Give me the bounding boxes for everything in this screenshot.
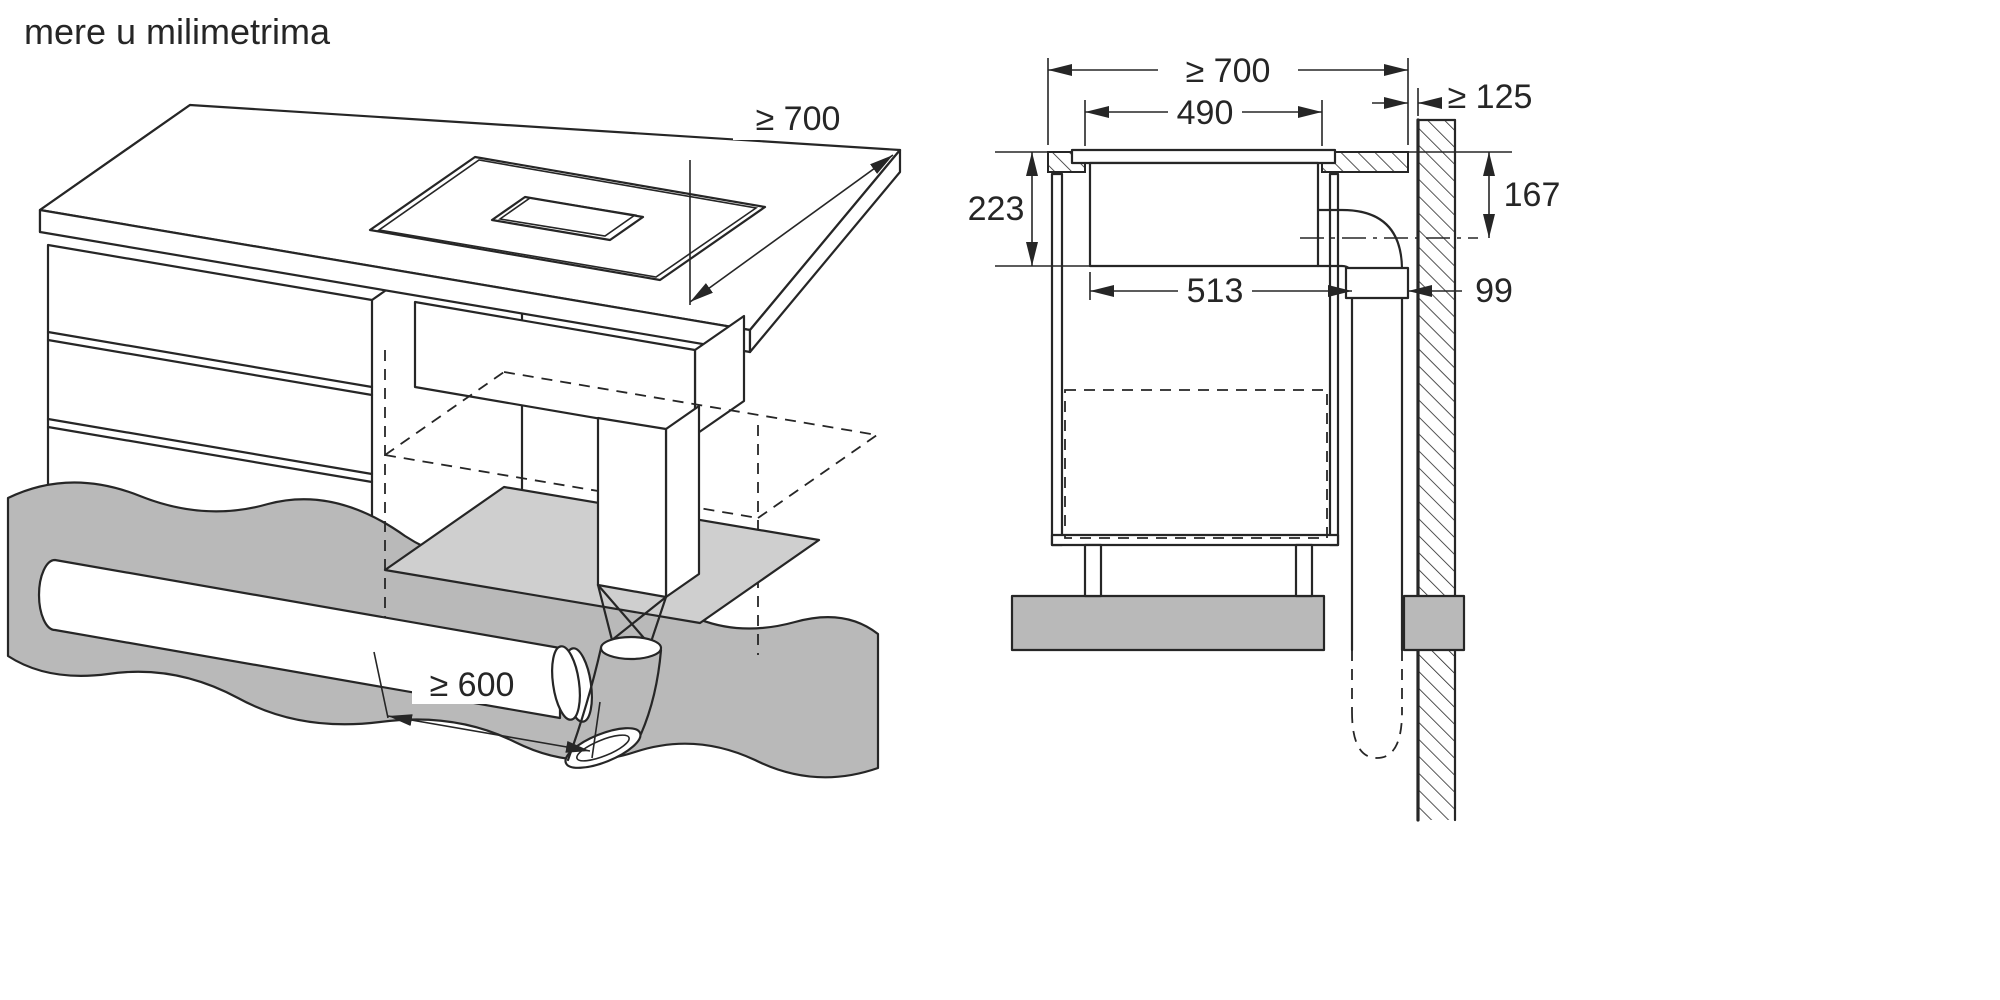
wall-hatch	[1418, 120, 1455, 820]
hob-unit-body	[413, 300, 746, 437]
duct-joint-collar	[1344, 266, 1410, 300]
dim-appliance-height: 223	[968, 151, 1090, 267]
dim-worktop-depth-section: ≥ 700	[1047, 52, 1409, 145]
cabinet-section	[1050, 172, 1340, 598]
dim-label-cutout-width: 490	[1177, 94, 1234, 132]
dim-label-worktop-depth-section: ≥ 700	[1186, 52, 1271, 90]
duct-riser	[1316, 208, 1410, 759]
dim-label-appliance-height: 223	[968, 190, 1025, 228]
perspective-view: ≥ 700 ≥ 600	[6, 100, 902, 779]
wall	[1416, 118, 1457, 822]
dim-duct-depth: 99	[1408, 272, 1513, 310]
dim-duct-drop: 167	[1408, 151, 1561, 238]
extension-line	[373, 651, 389, 719]
dim-outlet-clearance: ≥ 600	[373, 651, 601, 759]
floor-slab-right	[1402, 594, 1466, 652]
cabinet-back-panel	[1328, 172, 1340, 547]
dim-label-worktop-depth-persp: ≥ 700	[756, 100, 841, 138]
duct-elbow-outer	[1316, 208, 1404, 652]
dim-worktop-depth-persp: ≥ 700	[689, 100, 894, 305]
vent-grille	[490, 195, 645, 242]
dim-cutout-width: 490	[1084, 94, 1323, 146]
worktop-section	[1047, 148, 1409, 173]
dim-label-duct-depth: 99	[1475, 272, 1513, 310]
floor-slab-left	[1010, 594, 1326, 652]
arrow-line	[387, 714, 591, 753]
clearance-dashed-box-section	[1064, 389, 1328, 539]
hob-glass	[1070, 148, 1337, 165]
arrow-line	[689, 154, 894, 303]
dim-label-wall-clearance: ≥ 125	[1448, 78, 1533, 116]
dim-wall-clearance: ≥ 125	[1372, 78, 1532, 116]
cabinet-bottom-panel	[1050, 533, 1340, 547]
duct-collar	[599, 635, 663, 661]
hob-unit-body-section	[1088, 161, 1320, 268]
drawing-title: mere u milimetrima	[24, 11, 331, 52]
duct-below-floor	[1351, 711, 1403, 759]
extension-line	[591, 701, 601, 759]
cabinet-side-panel	[1050, 172, 1064, 547]
cabinet-leg	[1083, 543, 1103, 598]
elbow-outlet	[564, 727, 642, 769]
dim-appliance-depth: 513	[1089, 272, 1352, 310]
section-view: ≥ 700 490 ≥ 125 223 167	[968, 52, 1561, 822]
dim-label-duct-drop: 167	[1504, 176, 1561, 214]
cabinet-leg	[1294, 543, 1314, 598]
dim-label-outlet-clearance: ≥ 600	[430, 666, 515, 704]
dim-label-appliance-depth: 513	[1187, 272, 1244, 310]
exhaust-duct	[596, 404, 701, 599]
